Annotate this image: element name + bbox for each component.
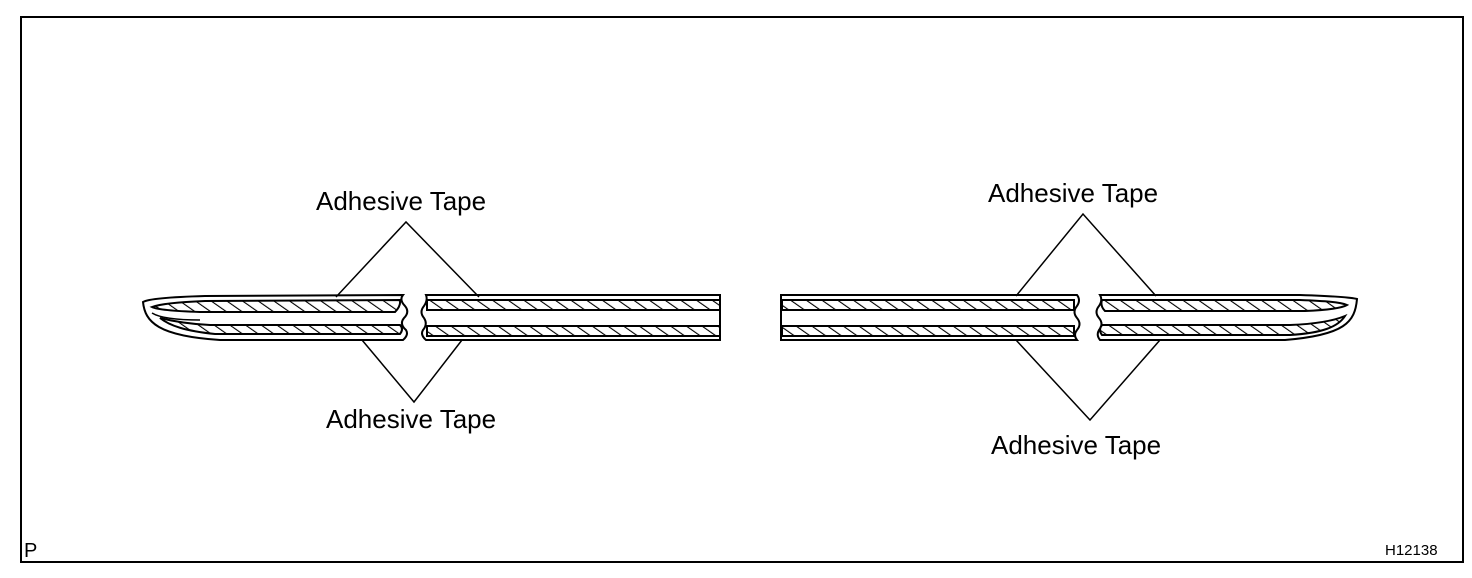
left-end-bottom-tape (159, 317, 403, 335)
figure-frame (20, 16, 1464, 563)
right-long-bottom-tape (781, 325, 1075, 337)
corner-code: P (24, 540, 37, 562)
right-long-top-tape (781, 299, 1075, 311)
right-top-leader (1015, 212, 1157, 297)
label-right-bottom: Adhesive Tape (991, 430, 1161, 460)
left-molding (141, 293, 721, 341)
left-bottom-leader (361, 339, 463, 404)
right-molding (780, 294, 1359, 341)
left-end-segment (141, 293, 409, 341)
left-end-top-tape (149, 298, 402, 313)
left-end-inner-curve (151, 312, 201, 321)
left-top-leader (335, 220, 480, 298)
left-long-segment (420, 294, 721, 341)
left-long-bottom-tape (426, 325, 721, 337)
right-end-bottom-tape (1099, 313, 1348, 336)
label-left-bottom: Adhesive Tape (326, 404, 496, 434)
left-long-top-tape (426, 299, 721, 311)
right-end-top-tape (1100, 299, 1350, 312)
figure-id: H12138 (1385, 542, 1438, 559)
right-bottom-leader (1015, 339, 1161, 422)
right-end-segment (1095, 294, 1359, 341)
label-left-top: Adhesive Tape (316, 186, 486, 216)
right-long-segment (780, 294, 1081, 341)
right-leaders (1015, 212, 1161, 422)
label-right-top: Adhesive Tape (988, 178, 1158, 208)
left-leaders (335, 220, 480, 404)
